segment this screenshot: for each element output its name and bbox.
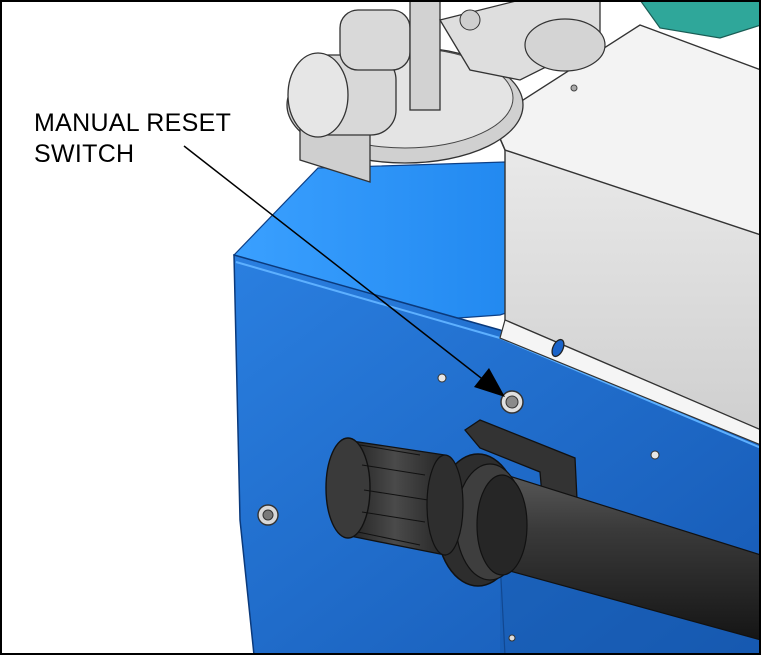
pipe-collar xyxy=(435,453,528,587)
teal-component xyxy=(639,0,761,39)
callout-line-1: MANUAL RESET xyxy=(34,109,232,137)
callout-label: MANUAL RESET SWITCH xyxy=(34,108,231,170)
panel-screw xyxy=(257,504,279,526)
panel-hole xyxy=(437,373,447,383)
valve-assembly xyxy=(286,0,606,183)
pipe-knob xyxy=(325,437,464,556)
manual-reset-switch-icon xyxy=(500,390,524,414)
callout-arrow-icon xyxy=(183,145,505,397)
panel-hole xyxy=(650,450,660,460)
panel-hole xyxy=(508,634,516,642)
mounting-bracket xyxy=(499,319,761,446)
callout-line-2: SWITCH xyxy=(34,140,135,168)
